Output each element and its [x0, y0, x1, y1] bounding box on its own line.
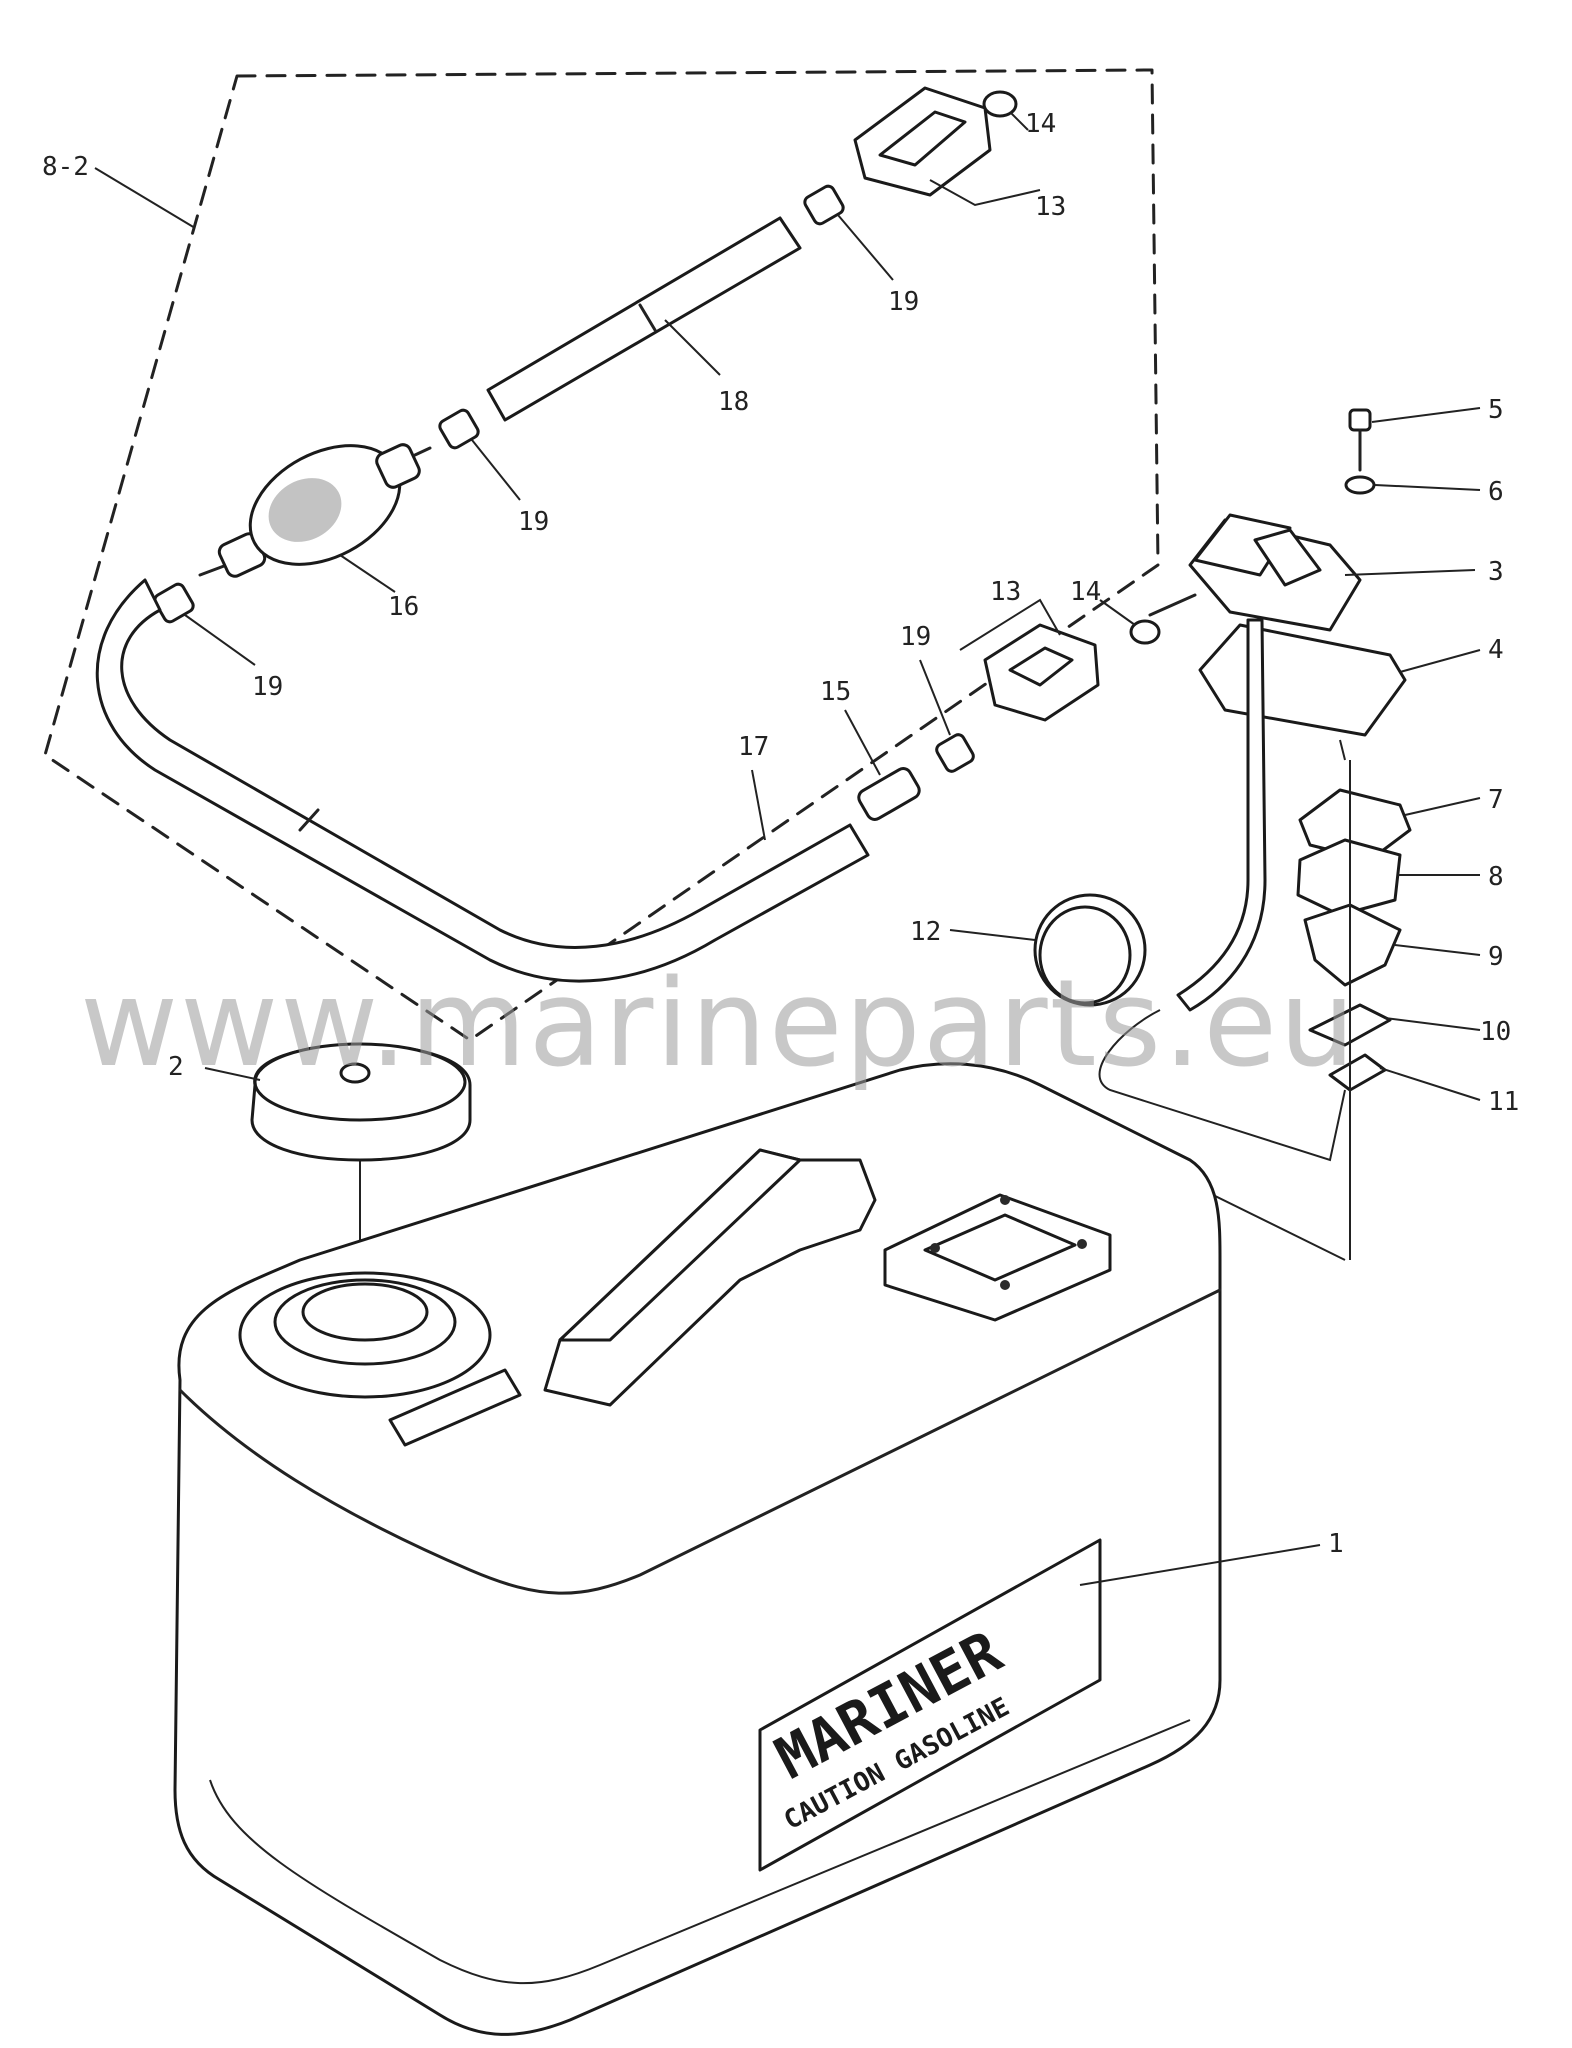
tank-fitting-housing: [1148, 513, 1362, 632]
callout-13b: 13: [990, 577, 1021, 607]
leader-2: [204, 1067, 261, 1081]
leader-14a: [1009, 111, 1029, 131]
fuel-hose-upper: [486, 216, 802, 422]
leader-19a: [837, 214, 894, 281]
leader-14b: [1099, 599, 1136, 626]
callout-19b: 19: [518, 507, 549, 537]
callout-19a: 19: [888, 287, 919, 317]
callout-1: 1: [1328, 1529, 1344, 1559]
callout-19c: 19: [252, 672, 283, 702]
leader-5: [1371, 407, 1481, 423]
callout-15: 15: [820, 677, 851, 707]
leader-19b: [471, 439, 521, 501]
leader-13b: [959, 598, 1061, 651]
washer: [1344, 475, 1376, 495]
leader-19d: [919, 659, 951, 736]
float-rod: [1098, 1009, 1346, 1162]
callout-7: 7: [1488, 785, 1504, 815]
callout-10: 10: [1480, 1017, 1511, 1047]
callout-14a: 14: [1025, 109, 1056, 139]
connector-engine: [853, 86, 1018, 197]
pickup-tube: [1176, 618, 1267, 1012]
leader-13a: [929, 179, 1041, 207]
connector-tank-side: [983, 619, 1161, 722]
watermark: www.marineparts.eu: [80, 955, 1357, 1094]
callout-11: 11: [1488, 1087, 1519, 1117]
ferrule-upper-right: [803, 184, 845, 226]
leader-15: [844, 709, 881, 776]
screw: [1348, 408, 1372, 472]
callout-13a: 13: [1035, 192, 1066, 222]
leader-7: [1404, 797, 1481, 816]
callout-8: 8: [1488, 862, 1504, 892]
leader-12: [949, 929, 1036, 941]
callout-12: 12: [910, 917, 941, 947]
gasket: [1198, 623, 1407, 737]
callout-2: 2: [168, 1052, 184, 1082]
leader-11: [1379, 1067, 1481, 1101]
leader-17: [751, 769, 766, 841]
callout-14b: 14: [1070, 577, 1101, 607]
callout-9: 9: [1488, 942, 1504, 972]
leader-19c: [184, 614, 256, 666]
callout-18: 18: [718, 387, 749, 417]
callout-17: 17: [738, 732, 769, 762]
leader-3: [1344, 569, 1476, 576]
leader-6: [1374, 484, 1481, 491]
assembly-boundary: [43, 68, 1160, 1042]
callout-assembly: 8-2: [42, 152, 89, 182]
leader-16: [339, 554, 396, 593]
leader-4: [1399, 649, 1481, 673]
callout-3: 3: [1488, 557, 1504, 587]
ferrule-middle: [438, 408, 480, 450]
hose-fitting: [857, 767, 921, 821]
fuel-hose-lower: [95, 578, 870, 983]
leader-18: [664, 319, 721, 376]
gauge-gasket: [1298, 788, 1412, 862]
callout-5: 5: [1488, 395, 1504, 425]
callout-4: 4: [1488, 635, 1504, 665]
callout-16: 16: [388, 592, 419, 622]
leader-assembly: [94, 167, 196, 229]
callout-6: 6: [1488, 477, 1504, 507]
ferrule-lower: [935, 733, 975, 773]
filler-cap: [250, 1042, 472, 1162]
leader-1: [1079, 1544, 1321, 1586]
leader-10: [1384, 1017, 1481, 1031]
primer-bulb: [198, 443, 432, 578]
callout-19d: 19: [900, 622, 931, 652]
fuel-tank: [173, 1062, 1222, 2036]
leader-9: [1394, 944, 1481, 956]
fuel-float: [1033, 893, 1147, 1007]
